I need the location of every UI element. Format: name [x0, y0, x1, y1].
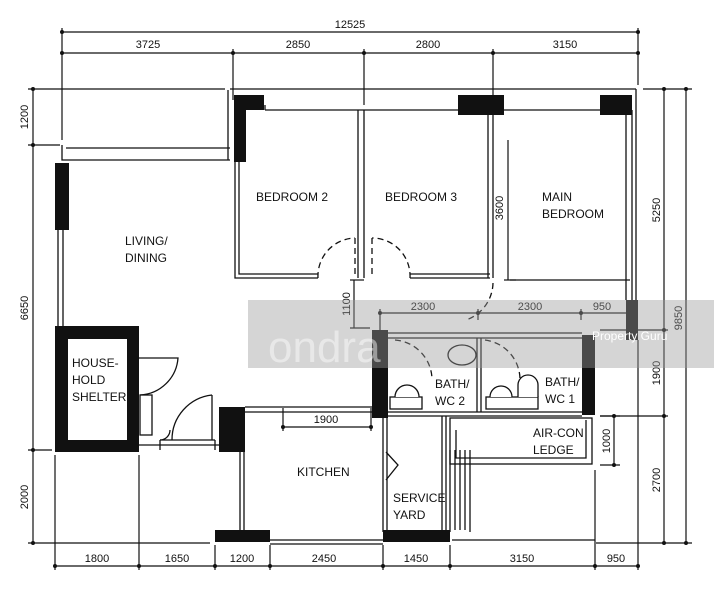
room-label-bath-wc-2: WC 2 [435, 394, 465, 408]
dim-bottom-segment: 2450 [312, 553, 336, 565]
dim-bath-width: 950 [593, 301, 611, 313]
dim-right-inner: 2700 [651, 468, 663, 492]
room-label-bath-wc-1: BATH/ [545, 375, 580, 389]
room-label-bedroom-3: BEDROOM 3 [385, 190, 457, 204]
room-label-kitchen: KITCHEN [297, 465, 350, 479]
dim-aircon-height: 1000 [601, 429, 613, 453]
dim-top-segment: 3725 [136, 39, 160, 51]
room-labels: LIVING/ DINING BEDROOM 2 BEDROOM 3 MAIN … [72, 190, 604, 522]
dim-right-inner: 1900 [651, 361, 663, 385]
dimension-labels: 12525 3725 2850 2800 3150 1800 1650 1200… [19, 19, 685, 565]
dim-bath-width: 2300 [411, 301, 435, 313]
room-label-air-con-ledge: AIR-CON [533, 426, 584, 440]
dimension-ticks [31, 30, 688, 568]
room-label-living-dining: LIVING/ [125, 234, 168, 248]
watermark: ondra Property Guru [248, 300, 714, 372]
room-label-household-shelter: HOLD [72, 373, 106, 387]
watermark-left: ondra [268, 323, 381, 372]
room-label-bedroom-2: BEDROOM 2 [256, 190, 328, 204]
dim-bottom-segment: 1450 [404, 553, 428, 565]
room-label-service-yard: YARD [393, 508, 426, 522]
room-label-service-yard: SERVICE [393, 491, 445, 505]
dim-bedroom3-height: 3600 [494, 196, 506, 220]
dim-kitchen-width: 1900 [314, 414, 338, 426]
dim-bottom-segment: 3150 [510, 553, 534, 565]
room-label-main-bedroom: BEDROOM [542, 207, 604, 221]
walls-solid [55, 95, 638, 542]
room-label-bath-wc-1: WC 1 [545, 392, 575, 406]
room-label-household-shelter: SHELTER [72, 390, 127, 404]
room-label-main-bedroom: MAIN [542, 190, 572, 204]
dim-bottom-segment: 1800 [85, 553, 109, 565]
dim-bottom-segment: 1200 [230, 553, 254, 565]
room-label-air-con-ledge: LEDGE [533, 443, 574, 457]
room-label-bath-wc-2: BATH/ [435, 377, 470, 391]
dim-bottom-segment: 1650 [165, 553, 189, 565]
dim-bath-width: 2300 [518, 301, 542, 313]
doors [139, 237, 521, 481]
dim-left-segment: 6650 [19, 296, 31, 320]
room-label-living-dining: DINING [125, 251, 167, 265]
dim-right-inner: 5250 [651, 198, 663, 222]
watermark-right: Property Guru [592, 329, 667, 343]
sanitary-fixtures [389, 344, 539, 410]
dim-corridor-height: 1100 [341, 292, 353, 316]
dim-bottom-segment: 950 [607, 553, 625, 565]
dim-top-total: 12525 [335, 19, 366, 31]
dim-top-segment: 2850 [286, 39, 310, 51]
dim-right-total: 9850 [673, 306, 685, 330]
dim-left-segment: 1200 [19, 105, 31, 129]
dim-left-segment: 2000 [19, 485, 31, 509]
room-label-household-shelter: HOUSE- [72, 356, 119, 370]
dimension-lines [28, 28, 692, 570]
dim-top-segment: 3150 [553, 39, 577, 51]
walls-thin [57, 88, 637, 545]
dim-top-segment: 2800 [416, 39, 440, 51]
